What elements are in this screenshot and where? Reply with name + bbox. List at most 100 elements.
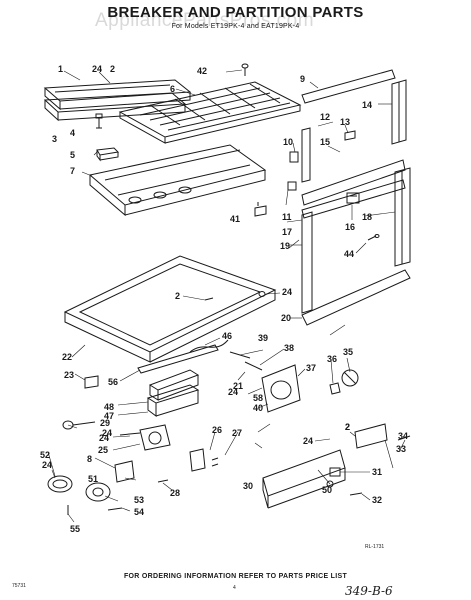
part-motor-52 — [47, 475, 73, 493]
callout-41: 41 — [230, 214, 240, 224]
callout-1: 1 — [58, 64, 63, 74]
callout-24-e: 24 — [102, 428, 112, 438]
callout-19: 19 — [280, 241, 290, 251]
part-housing-37 — [261, 364, 301, 413]
callout-23: 23 — [64, 370, 74, 380]
part-screw-34 — [397, 435, 411, 441]
callout-24-d: 24 — [303, 436, 313, 446]
part-plate-12 — [301, 127, 311, 183]
diagram-ref: RL-1731 — [365, 544, 385, 550]
callout-55: 55 — [70, 524, 80, 534]
callout-51: 51 — [88, 474, 98, 484]
part-screw-44 — [367, 234, 380, 241]
callout-3: 3 — [52, 134, 57, 144]
callout-4: 4 — [70, 128, 75, 138]
callout-9: 9 — [300, 74, 305, 84]
part-rail-56 — [137, 344, 219, 374]
callout-6: 6 — [170, 84, 175, 94]
part-bolt-42 — [241, 63, 249, 76]
callout-42: 42 — [197, 66, 207, 76]
part-tray-7 — [88, 144, 267, 217]
callout-labels: 1 24 3 4 5 6 7 8 9 10 11 12 13 14 15 16 … — [40, 64, 408, 534]
handwritten-note: 349-B-6 — [345, 584, 393, 598]
callout-46: 46 — [222, 331, 232, 341]
part-switch-8 — [114, 460, 135, 483]
callout-27: 27 — [232, 428, 242, 438]
callout-5: 5 — [70, 150, 75, 160]
callout-53: 53 — [134, 495, 144, 505]
part-trim-20 — [301, 269, 411, 326]
callout-35: 35 — [343, 347, 353, 357]
callout-36: 36 — [327, 354, 337, 364]
part-screw-32 — [349, 492, 363, 496]
part-screw-50 — [326, 480, 334, 488]
callout-29: 29 — [100, 418, 110, 428]
part-block-5 — [96, 147, 120, 162]
callout-16: 16 — [345, 222, 355, 232]
callout-52: 52 — [40, 450, 50, 460]
callout-7: 7 — [70, 166, 75, 176]
part-screw-24a — [258, 291, 266, 297]
callout-18: 18 — [362, 212, 372, 222]
part-screw-38 — [244, 361, 263, 371]
part-grille-6 — [118, 81, 302, 144]
callout-24-a: 24 — [42, 460, 52, 470]
part-trim-14 — [391, 79, 407, 145]
doc-code: 75731 — [12, 583, 26, 589]
part-trim-15 — [301, 159, 406, 206]
callout-13: 13 — [340, 117, 350, 127]
diagram-title: BREAKER AND PARTITION PARTS — [107, 4, 364, 21]
callout-26: 26 — [212, 425, 222, 435]
part-clip-41 — [254, 202, 267, 217]
callout-12: 12 — [320, 112, 330, 122]
part-screw-54 — [107, 507, 123, 511]
callout-48: 48 — [104, 402, 114, 412]
part-trim-19 — [301, 211, 313, 314]
leader-lines — [47, 69, 406, 523]
ordering-note: FOR ORDERING INFORMATION REFER TO PARTS … — [123, 573, 348, 580]
callout-2-c: 2 — [345, 422, 350, 432]
callout-37: 37 — [306, 363, 316, 373]
part-bulb-35 — [341, 369, 359, 387]
callout-2-d: 2 — [110, 64, 115, 74]
part-bracket-26 — [189, 448, 206, 472]
callout-24-right: 24 — [282, 287, 292, 297]
watermark: AppliancePartsPros.com — [95, 10, 315, 31]
part-pan-22 — [63, 255, 277, 363]
part-clip-10 — [289, 151, 299, 163]
part-trim-9 — [301, 69, 396, 104]
callout-14: 14 — [362, 100, 372, 110]
callout-2: 24 — [92, 64, 102, 74]
part-socket-36 — [329, 382, 341, 395]
part-trim-18 — [394, 167, 411, 267]
part-damper-25 — [119, 424, 171, 451]
callout-54: 54 — [134, 507, 144, 517]
callout-8: 8 — [87, 454, 92, 464]
part-clip-16 — [346, 192, 360, 204]
callout-11: 11 — [282, 212, 292, 222]
callout-38: 38 — [284, 343, 294, 353]
callout-50: 50 — [322, 485, 332, 495]
callout-33: 33 — [396, 444, 406, 454]
part-screw-28 — [157, 479, 169, 483]
part-bracket-23 — [84, 375, 99, 389]
part-bracket-13 — [344, 130, 356, 141]
callout-34: 34 — [398, 431, 408, 441]
callout-32: 32 — [372, 495, 382, 505]
callout-47: 47 — [104, 411, 114, 421]
callout-31: 31 — [372, 467, 382, 477]
callout-39: 39 — [258, 333, 268, 343]
callout-44: 44 — [344, 249, 354, 259]
diagram-subtitle: For Models ET19PK-4 and EAT19PK-4 — [171, 23, 300, 30]
part-panel-30 — [262, 449, 346, 509]
callout-15: 15 — [320, 137, 330, 147]
callout-2-e: 2 — [345, 422, 350, 432]
callout-30: 30 — [243, 481, 253, 491]
part-wire-46 — [189, 339, 229, 353]
callout-24-b: 24 — [99, 433, 109, 443]
callout-21: 21 — [233, 381, 243, 391]
part-housing-47 — [146, 384, 200, 417]
part-fan-53 — [85, 482, 111, 502]
part-screw-4 — [95, 113, 103, 129]
